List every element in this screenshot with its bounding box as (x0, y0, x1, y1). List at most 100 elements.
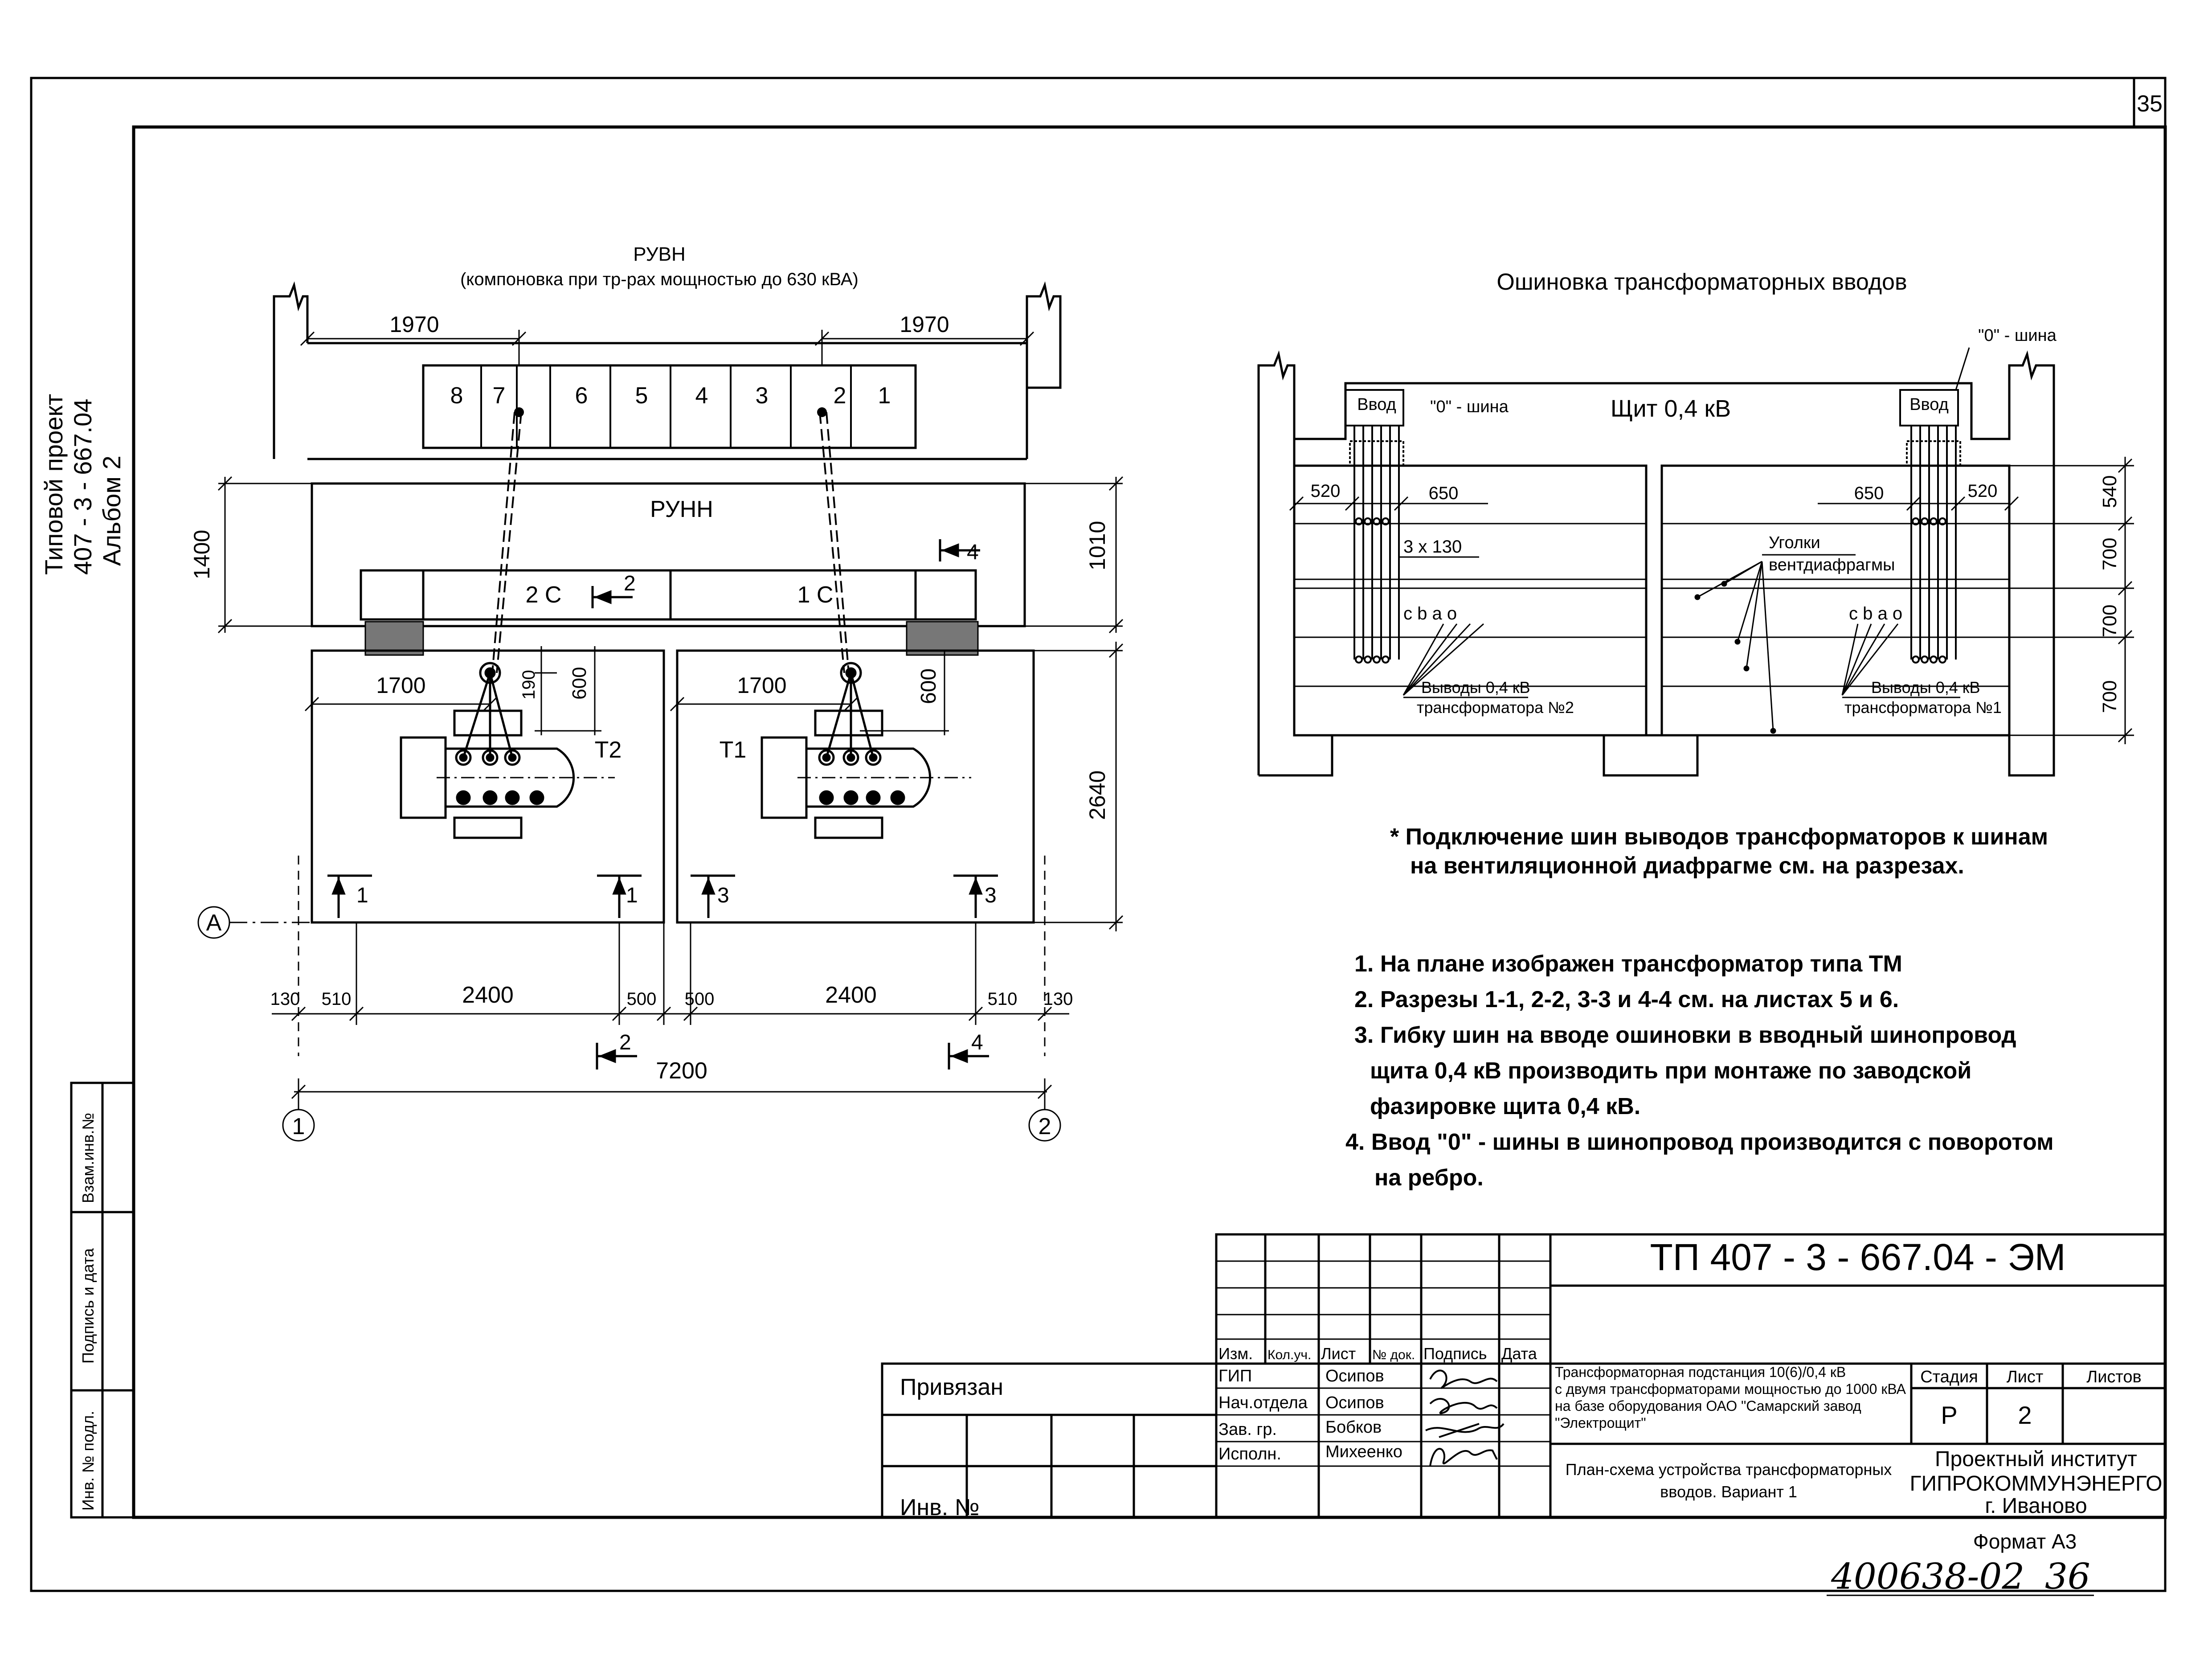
dim-2400-right: 2400 (825, 982, 877, 1008)
dim-700-b: 700 (2099, 605, 2121, 637)
dim-1970-right: 1970 (900, 312, 949, 337)
section-3-right: 3 (985, 884, 997, 907)
name-3: Михеенко (1325, 1442, 1402, 1461)
out1-line2: трансформатора №1 (1844, 698, 2002, 717)
dim-600-left: 600 (568, 667, 590, 700)
title-block-roles: ГИП Нач.отдела Зав. гр. Исполн. Осипов О… (1218, 1367, 1402, 1463)
section-mark-4-label: 4 (967, 541, 979, 564)
dim-1970 (300, 330, 1034, 365)
cable-lines (491, 412, 850, 673)
inv-no: Инв. № (900, 1495, 979, 1520)
out1-line1: Выводы 0,4 кВ (1871, 678, 1980, 697)
section-marks-bottom (596, 1043, 989, 1070)
ruvn-title: РУВН (633, 243, 685, 265)
dim-540: 540 (2099, 475, 2121, 508)
note-3b: щита 0,4 кВ производить при монтаже по з… (1370, 1058, 1971, 1084)
dim-1400-1010 (217, 476, 1124, 634)
dim-650-left: 650 (1429, 484, 1459, 503)
org-1: Проектный институт (1935, 1447, 2137, 1471)
zero-bus-left: "0" - шина (1430, 397, 1509, 416)
list-value: 2 (2018, 1401, 2032, 1429)
dim-190: 190 (519, 670, 539, 700)
out2-line1: Выводы 0,4 кВ (1421, 678, 1530, 697)
desc-4: "Электрощит" (1555, 1415, 1646, 1431)
note-4b: на ребро. (1374, 1165, 1484, 1191)
hdr-ndok: № док. (1372, 1348, 1415, 1362)
cell-6: 6 (575, 383, 588, 409)
dim-520-left: 520 (1311, 481, 1341, 501)
dim-510-right: 510 (988, 989, 1018, 1009)
org-3: г. Иваново (1985, 1494, 2087, 1518)
hdr-izm: Изм. (1218, 1344, 1253, 1363)
privyazan: Привязан (900, 1374, 1003, 1400)
dim-700-a: 700 (2099, 538, 2121, 570)
section-3-left: 3 (717, 884, 729, 907)
doc-code: ТП 407 - 3 - 667.04 - ЭМ (1650, 1236, 2065, 1278)
output-leaders (1402, 623, 1960, 698)
section-marks-1-3 (327, 874, 998, 918)
format-label: Формат А3 (1973, 1530, 2077, 1553)
dim-650-right: 650 (1854, 484, 1884, 503)
busbar-rails (1294, 523, 2009, 687)
dim-1010: 1010 (1085, 521, 1110, 570)
section-mark-2-label: 2 (624, 572, 636, 595)
dim-1400: 1400 (189, 530, 214, 579)
cell-1: 1 (878, 383, 891, 409)
axis-1-label: 1 (292, 1114, 305, 1139)
note-3: 3. Гибку шин на вводе ошиновки в вводный… (1354, 1022, 2016, 1048)
section-2c: 2 С (526, 582, 562, 608)
dim-1700-right: 1700 (737, 673, 786, 698)
margin-stamp-line1: Типовой проект (40, 394, 68, 575)
section-1-right: 1 (626, 884, 638, 907)
transformer-t2 (400, 662, 615, 839)
name-0: Осипов (1325, 1367, 1384, 1385)
page-number: 35 (2137, 91, 2163, 117)
dim-510-left: 510 (322, 989, 352, 1009)
transformer-t1 (761, 662, 971, 839)
section-1c: 1 С (797, 582, 834, 608)
note-1: 1. На плане изображен трансформатор типа… (1354, 951, 1902, 977)
dim-600-right: 600 (917, 668, 940, 704)
note-2: 2. Разрезы 1-1, 2-2, 3-3 и 4-4 см. на ли… (1354, 987, 1899, 1012)
org-2: ГИПРОКОММУНЭНЕРГО (1910, 1472, 2163, 1496)
dim-520-right: 520 (1968, 481, 1998, 501)
cell-4: 4 (695, 383, 708, 409)
cell-5: 5 (635, 383, 648, 409)
footnote-line2: на вентиляционной диафрагме см. на разре… (1410, 853, 1964, 879)
section-4-bottom: 4 (971, 1031, 983, 1054)
phases-left: c b a o (1403, 604, 1457, 623)
title-block-headers: Изм. Кол.уч. Лист № док. Подпись Дата (1218, 1344, 1537, 1363)
sheet-title-1: План-схема устройства трансформаторных (1566, 1460, 1892, 1479)
hdr-list: Лист (1321, 1344, 1356, 1363)
section-2-bottom: 2 (619, 1031, 631, 1054)
side-table-inv: Инв. № подл. (79, 1411, 97, 1511)
side-approval-table (70, 1082, 135, 1519)
ugolki-label-1: Уголки (1769, 533, 1820, 552)
axis-a-line (197, 856, 1046, 1056)
ruvn-cells: 8 7 6 5 4 3 2 1 (422, 364, 917, 449)
dim-500-left: 500 (627, 989, 657, 1009)
desc-2: с двумя трансформаторами мощностью до 10… (1555, 1381, 1906, 1397)
footnote-line1: * Подключение шин выводов трансформаторо… (1390, 824, 2048, 850)
phases-right: c b a o (1849, 604, 1902, 623)
dim-2640: 2640 (1085, 770, 1110, 820)
note-3c: фазировке щита 0,4 кВ. (1370, 1094, 1640, 1119)
desc-1: Трансформаторная подстанция 10(6)/0,4 кВ (1555, 1364, 1846, 1380)
busbar-bundle-right (1906, 426, 1961, 664)
dim-2400-left: 2400 (462, 982, 514, 1008)
ruvn-subtitle: (компоновка при тр-рах мощностью до 630 … (460, 270, 859, 289)
cell-8: 8 (450, 383, 463, 409)
list-header: Лист (2007, 1368, 2044, 1386)
vvod-left: Ввод (1357, 395, 1396, 414)
cell-3: 3 (756, 383, 769, 409)
transformer-t2-label: Т2 (595, 737, 622, 763)
ugolki-label-2: вентдиафрагмы (1769, 556, 1895, 574)
runn-room (311, 482, 1026, 627)
vvod-right: Ввод (1909, 395, 1949, 414)
section-mark-2-top (591, 586, 633, 608)
dim-7200: 7200 (656, 1058, 707, 1084)
handwritten-number: 400638-02 (1831, 1556, 2024, 1597)
note-4: 4. Ввод "0" - шины в шинопровод производ… (1345, 1129, 2054, 1155)
dim-130-left: 130 (270, 989, 300, 1009)
